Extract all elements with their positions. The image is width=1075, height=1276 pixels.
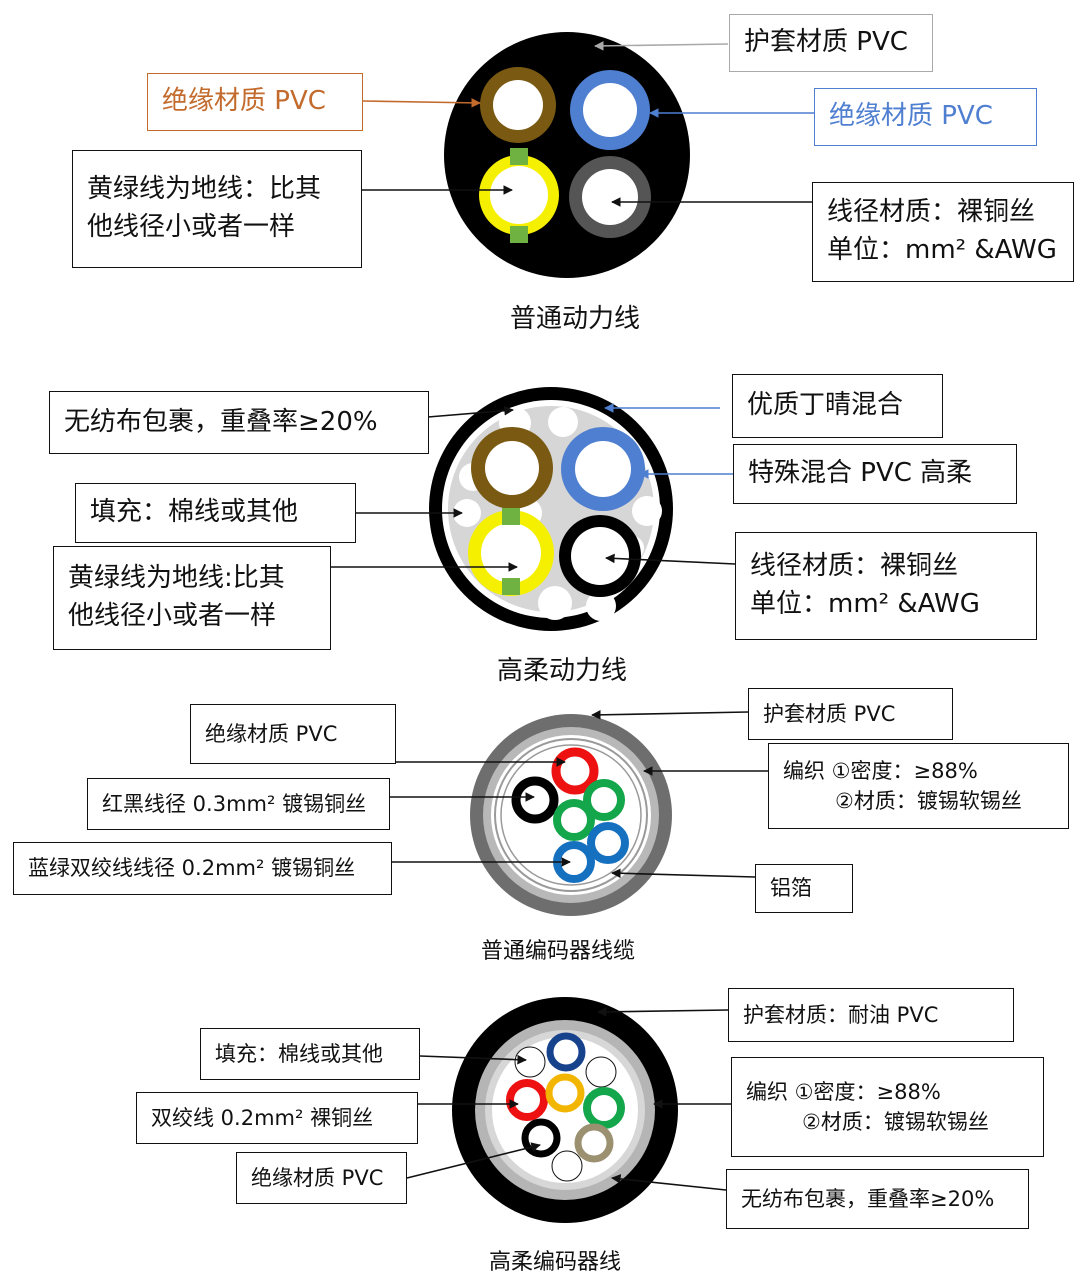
cable-4-green-core [583,1087,625,1129]
cable-1-jacket-label: 护套材质 PVC [729,14,933,72]
cable-4-caption: 高柔编码器线 [488,1250,621,1275]
cable-3-twisted-text: 蓝绿双绞线线径 0.2mm² 镀锡铜丝 [28,856,356,881]
cable-3-red-black-text: 红黑线径 0.3mm² 镀锡铜丝 [102,791,367,816]
cable-2-leaders [330,403,736,572]
cable-2-ground-line-2: 他线径小或者一样 [68,601,277,631]
cable-1-ground-line-1: 黄绿线为地线：比其 [87,174,322,205]
cable-1-conductor-label: 线径材质：裸铜丝 单位：mm² &AWG [812,182,1074,282]
cable-4-cores [506,1032,625,1163]
cable-1-grey-core [569,156,651,238]
cable-2-caption: 高柔动力线 [496,656,627,686]
cable-1-conductor-line-1: 线径材质：裸铜丝 [827,197,1036,228]
cable-4-filler-label: 填充：棉线或其他 [200,1028,420,1080]
cable-3-braid-label: 编织 ①密度：≥88% ②材质：镀锡软锡丝 [768,743,1069,829]
cable-3-caption: 普通编码器线缆 [480,939,635,964]
cable-1-cross-section [444,32,690,278]
cable-3-cross-section [470,714,672,916]
cable-4-filler-text: 填充：棉线或其他 [215,1041,383,1066]
cable-4-braid-line-1: 编织 ①密度：≥88% [746,1079,941,1104]
cable-4-filler-threads [514,1046,617,1182]
cable-4-twisted-label: 双绞线 0.2mm² 裸铜丝 [136,1092,418,1144]
cable-3-foil-text: 铝箔 [770,876,812,901]
cable-4-gold-core [545,1073,585,1113]
cable-2-conductor-line-2: 单位：mm² &AWG [750,589,980,619]
cable-3-red-black-label: 红黑线径 0.3mm² 镀锡铜丝 [87,778,390,830]
cable-2-nbr-label: 优质丁晴混合 [732,374,943,438]
cable-1-insulation-right-text: 绝缘材质 PVC [829,101,993,132]
cable-1-insulation-left-label: 绝缘材质 PVC [147,73,363,131]
cable-3-insulation-text: 绝缘材质 PVC [205,721,338,746]
cable-1-conductor-line-2: 单位：mm² &AWG [827,235,1057,265]
cable-1-insulation-left-text: 绝缘材质 PVC [162,86,326,117]
cable-3-twisted-label: 蓝绿双绞线线径 0.2mm² 镀锡铜丝 [13,842,392,895]
cable-4-insulation-label: 绝缘材质 PVC [236,1152,407,1204]
cable-2-ground-label: 黄绿线为地线:比其 他线径小或者一样 [53,546,331,650]
cable-2-nonwoven-label: 无纺布包裹，重叠率≥20% [49,391,429,454]
cable-2-pvc-text: 特殊混合 PVC 高柔 [748,458,973,489]
cable-3-foil-ring [494,738,648,892]
cable-1-brown-core [480,67,556,143]
cable-3-braid-line-2: ②材质：镀锡软锡丝 [835,789,1022,813]
cable-3-foil-label: 铝箔 [755,864,853,913]
cable-1-ground-core [479,148,559,243]
cable-3-black-core [511,776,559,824]
cable-2-filler-label: 填充：棉线或其他 [75,483,356,543]
cable-2-black-core [559,515,641,597]
cable-1-ground-label: 黄绿线为地线：比其 他线径小或者一样 [72,150,362,268]
cable-4-insulation-text: 绝缘材质 PVC [251,1165,384,1190]
cable-2-blue-core [561,427,645,511]
cable-4-nonwoven-text: 无纺布包裹，重叠率≥20% [741,1186,995,1211]
cable-2-pvc-label: 特殊混合 PVC 高柔 [733,444,1017,504]
cable-1-leaders [361,41,814,207]
cable-2-ground-core [468,508,554,596]
cable-3-red-core [551,747,599,795]
cable-4-black-core [521,1118,561,1158]
cable-3-jacket-label: 护套材质 PVC [748,688,953,740]
cable-1-jacket-label-text: 护套材质 PVC [744,27,908,58]
cable-2-filler-text: 填充：棉线或其他 [90,497,299,528]
cable-1-jacket [444,32,690,278]
cable-1-blue-core [570,70,650,150]
cable-4-jacket-text: 护套材质：耐油 PVC [743,1002,939,1027]
cable-4-leaders [406,1007,731,1191]
cable-2-nonwoven-text: 无纺布包裹，重叠率≥20% [64,406,378,437]
cable-2-brown-core [471,427,553,509]
cable-2-ground-line-1: 黄绿线为地线:比其 [68,563,285,594]
cable-4-twisted-text: 双绞线 0.2mm² 裸铜丝 [151,1105,374,1130]
cable-2-cross-section [429,387,673,631]
cable-2-conductor-label: 线径材质：裸铜丝 单位：mm² &AWG [735,532,1037,640]
cable-3-braid-line-1: 编织 ①密度：≥88% [783,758,978,783]
cable-3-green-pair [553,779,625,841]
cable-4-braid-label: 编织 ①密度：≥88% ②材质：镀锡软锡丝 [731,1057,1044,1157]
cable-3-jacket-text: 护套材质 PVC [763,701,896,726]
cable-1-insulation-right-label: 绝缘材质 PVC [814,88,1037,146]
cable-1-caption: 普通动力线 [509,304,640,334]
cable-2-conductor-line-1: 线径材质：裸铜丝 [750,551,959,582]
cable-3-leaders [390,710,768,879]
cable-4-navy-core [546,1032,586,1072]
cable-4-khaki-core [574,1123,614,1163]
cable-4-braid-line-2: ②材质：镀锡软锡丝 [802,1110,989,1134]
cable-3-insulation-label: 绝缘材质 PVC [190,704,396,764]
cable-4-jacket-label: 护套材质：耐油 PVC [728,988,1014,1042]
cable-2-nbr-text: 优质丁晴混合 [747,390,904,421]
cable-4-cross-section [452,997,678,1223]
cable-1-ground-line-2: 他线径小或者一样 [87,212,296,242]
cable-4-nonwoven-label: 无纺布包裹，重叠率≥20% [726,1169,1029,1229]
